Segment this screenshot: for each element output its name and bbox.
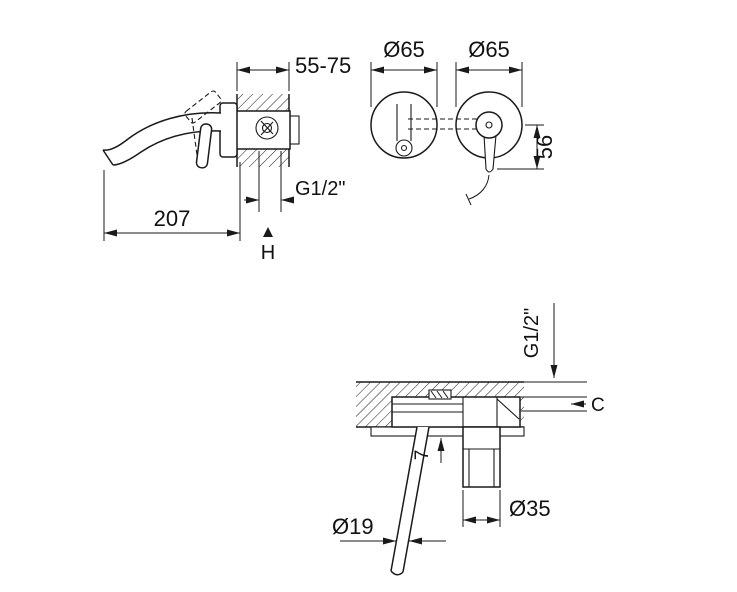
dim-label-thread-bottom: G1/2" [521,308,543,358]
handle-front-detail [465,111,503,206]
dim-label-tube-dia: Ø19 [332,514,374,539]
dim-label-height-ref: H [261,242,275,264]
spout-front-detail [395,104,413,157]
dim-label-handle-length: 56 [532,135,557,159]
spout-side [102,111,222,166]
dim-plate-offset: 7 [412,438,445,463]
dim-depth-c: C [521,395,605,416]
section-view: G1/2" C 7 Ø19 Ø35 [332,303,605,576]
side-view: 55-75 207 G1/2" H [102,53,351,264]
handle-lever-side [195,123,213,169]
dim-left-escutcheon-dia: Ø65 [370,37,438,107]
dim-label-right-dia: Ø65 [468,37,510,62]
height-reference-marker: H [261,227,275,264]
dim-tube-dia: Ø19 [332,514,446,545]
handle-lever-front [483,134,497,173]
dim-thread-side: G1/2" [244,151,345,212]
dim-right-escutcheon-dia: Ø65 [455,37,523,107]
up-arrow-icon [263,227,273,237]
dim-label-wall-range: 55-75 [295,53,351,78]
spout-tube [390,426,418,572]
dim-label-thread-side: G1/2" [295,178,345,200]
dim-label-plate-offset: 7 [412,450,433,461]
front-view: Ø65 Ø65 56 [370,37,557,206]
spout-escutcheon-front [370,91,438,159]
dim-spout-reach: 207 [103,162,241,241]
dim-thread-bottom: G1/2" [521,303,558,378]
valve-body-side [219,102,300,158]
handle-swing-arc [468,174,490,200]
dim-label-left-dia: Ø65 [383,37,425,62]
dim-label-body-dia: Ø35 [509,496,551,521]
aerator [395,139,413,157]
handle-base [475,111,503,139]
handle-side [184,90,279,169]
body-section [370,389,525,576]
dim-wall-thickness-range: 55-75 [236,53,351,91]
cover-plate-section [370,426,525,437]
dim-label-reach: 207 [154,206,191,231]
dim-handle-length: 56 [497,124,557,170]
escutcheon-plate-side [219,102,238,158]
dim-body-dia: Ø35 [462,490,551,527]
dim-label-depth-c: C [591,395,605,416]
